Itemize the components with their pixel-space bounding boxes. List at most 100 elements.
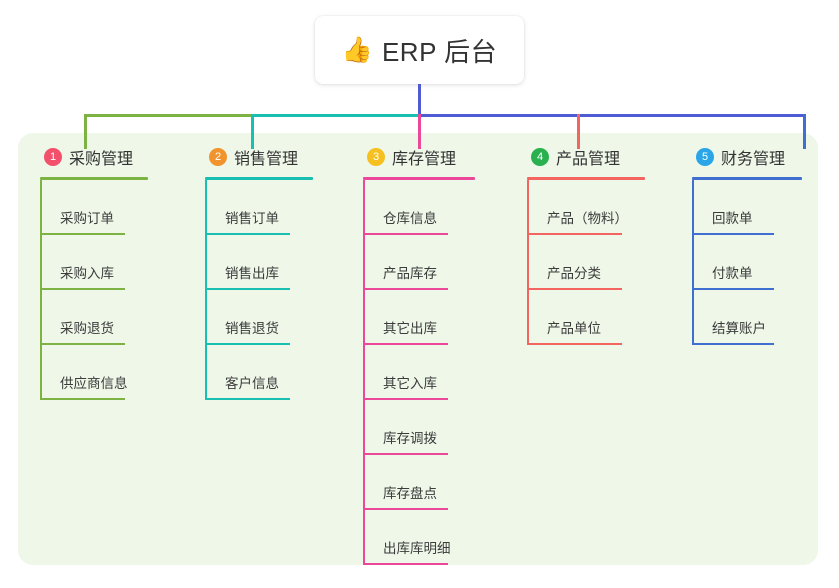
leaf-item-rule xyxy=(205,233,290,235)
column-badge-2: 2 xyxy=(209,148,227,166)
leaf-item-label: 产品（物料） xyxy=(547,211,628,226)
leaf-item[interactable]: 客户信息 xyxy=(205,345,317,400)
leaf-item-label: 客户信息 xyxy=(225,376,279,391)
leaf-item[interactable]: 采购退货 xyxy=(40,290,152,345)
column-3: 3 库存管理仓库信息产品库存其它出库其它入库库存调拨库存盘点出库库明细 xyxy=(363,146,475,565)
leaf-item-rule xyxy=(363,398,448,400)
leaf-item[interactable]: 其它入库 xyxy=(363,345,475,400)
teal-segment xyxy=(252,113,419,117)
column-spine xyxy=(363,180,365,565)
column-title: 财务管理 xyxy=(721,151,786,168)
leaf-list: 采购订单采购入库采购退货供应商信息 xyxy=(40,180,152,400)
column-title: 库存管理 xyxy=(392,151,457,168)
leaf-item-label: 采购订单 xyxy=(60,211,114,226)
leaf-item-label: 其它出库 xyxy=(383,321,437,336)
column-badge-1: 1 xyxy=(44,148,62,166)
leaf-item-rule xyxy=(692,288,774,290)
leaf-item[interactable]: 其它出库 xyxy=(363,290,475,345)
leaf-item-label: 销售退货 xyxy=(225,321,279,336)
leaf-item[interactable]: 仓库信息 xyxy=(363,180,475,235)
leaf-item-label: 产品单位 xyxy=(547,321,601,336)
leaf-item[interactable]: 回款单 xyxy=(692,180,804,235)
drop-col3 xyxy=(417,113,421,149)
leaf-item-rule xyxy=(205,288,290,290)
column-title: 产品管理 xyxy=(556,151,621,168)
leaf-item[interactable]: 销售出库 xyxy=(205,235,317,290)
column-header-rule xyxy=(527,177,645,180)
leaf-item-label: 结算账户 xyxy=(712,321,766,336)
leaf-item-label: 采购入库 xyxy=(60,266,114,281)
leaf-item[interactable]: 销售订单 xyxy=(205,180,317,235)
leaf-item[interactable]: 采购入库 xyxy=(40,235,152,290)
leaf-item-rule xyxy=(40,288,125,290)
root-node[interactable]: 👍 ERP 后台 xyxy=(315,16,524,84)
leaf-item-label: 回款单 xyxy=(712,211,753,226)
leaf-item-label: 仓库信息 xyxy=(383,211,437,226)
drop-col1 xyxy=(83,113,87,149)
leaf-item[interactable]: 产品单位 xyxy=(527,290,647,345)
leaf-item-rule xyxy=(363,563,448,565)
column-2: 2 销售管理销售订单销售出库销售退货客户信息 xyxy=(205,146,317,400)
indigo-segment xyxy=(419,113,804,117)
leaf-item[interactable]: 出库库明细 xyxy=(363,510,475,565)
leaf-item-rule xyxy=(205,398,290,400)
leaf-item-label: 产品库存 xyxy=(383,266,437,281)
leaf-list: 产品（物料） 产品分类产品单位 xyxy=(527,180,647,345)
leaf-item-rule xyxy=(363,288,448,290)
leaf-item[interactable]: 结算账户 xyxy=(692,290,804,345)
leaf-item-label: 出库库明细 xyxy=(383,541,451,556)
leaf-item-label: 采购退货 xyxy=(60,321,114,336)
leaf-item[interactable]: 产品库存 xyxy=(363,235,475,290)
leaf-item[interactable]: 供应商信息 xyxy=(40,345,152,400)
leaf-item-rule xyxy=(363,343,448,345)
column-spine xyxy=(527,180,529,345)
leaf-item-label: 其它入库 xyxy=(383,376,437,391)
leaf-item[interactable]: 产品分类 xyxy=(527,235,647,290)
leaf-item[interactable]: 付款单 xyxy=(692,235,804,290)
column-header-rule xyxy=(363,177,475,180)
drop-col5 xyxy=(802,113,806,149)
content-panel xyxy=(18,133,818,565)
leaf-item-rule xyxy=(363,453,448,455)
leaf-list: 回款单付款单结算账户 xyxy=(692,180,804,345)
leaf-item-rule xyxy=(527,288,622,290)
leaf-item-rule xyxy=(363,508,448,510)
leaf-item-rule xyxy=(40,343,125,345)
column-spine xyxy=(40,180,42,400)
root-title: ERP 后台 xyxy=(381,36,498,67)
green-segment xyxy=(85,113,252,117)
column-header-rule xyxy=(205,177,313,180)
leaf-item-label: 销售订单 xyxy=(225,211,279,226)
leaf-item-rule xyxy=(692,233,774,235)
column-title: 采购管理 xyxy=(69,151,134,168)
column-title: 销售管理 xyxy=(234,151,299,168)
leaf-item-rule xyxy=(40,233,125,235)
leaf-item-label: 产品分类 xyxy=(547,266,601,281)
leaf-item-rule xyxy=(40,398,125,400)
column-badge-3: 3 xyxy=(367,148,385,166)
column-header-1[interactable]: 1 采购管理 xyxy=(40,146,152,168)
column-header-rule xyxy=(692,177,802,180)
column-header-rule xyxy=(40,177,148,180)
drop-col4 xyxy=(576,113,580,149)
leaf-item[interactable]: 库存调拨 xyxy=(363,400,475,455)
leaf-item-rule xyxy=(205,343,290,345)
leaf-item-label: 付款单 xyxy=(712,266,753,281)
drop-col2 xyxy=(250,113,254,149)
leaf-item-rule xyxy=(692,343,774,345)
leaf-item[interactable]: 库存盘点 xyxy=(363,455,475,510)
column-1: 1 采购管理采购订单采购入库采购退货供应商信息 xyxy=(40,146,152,400)
leaf-item[interactable]: 产品（物料） xyxy=(527,180,647,235)
column-badge-5: 5 xyxy=(696,148,714,166)
leaf-item-label: 销售出库 xyxy=(225,266,279,281)
leaf-item[interactable]: 采购订单 xyxy=(40,180,152,235)
column-header-3[interactable]: 3 库存管理 xyxy=(363,146,475,168)
column-header-5[interactable]: 5 财务管理 xyxy=(692,146,804,168)
leaf-item-rule xyxy=(527,233,622,235)
leaf-item[interactable]: 销售退货 xyxy=(205,290,317,345)
column-header-2[interactable]: 2 销售管理 xyxy=(205,146,317,168)
leaf-list: 销售订单销售出库销售退货客户信息 xyxy=(205,180,317,400)
leaf-item-label: 库存调拨 xyxy=(383,431,437,446)
